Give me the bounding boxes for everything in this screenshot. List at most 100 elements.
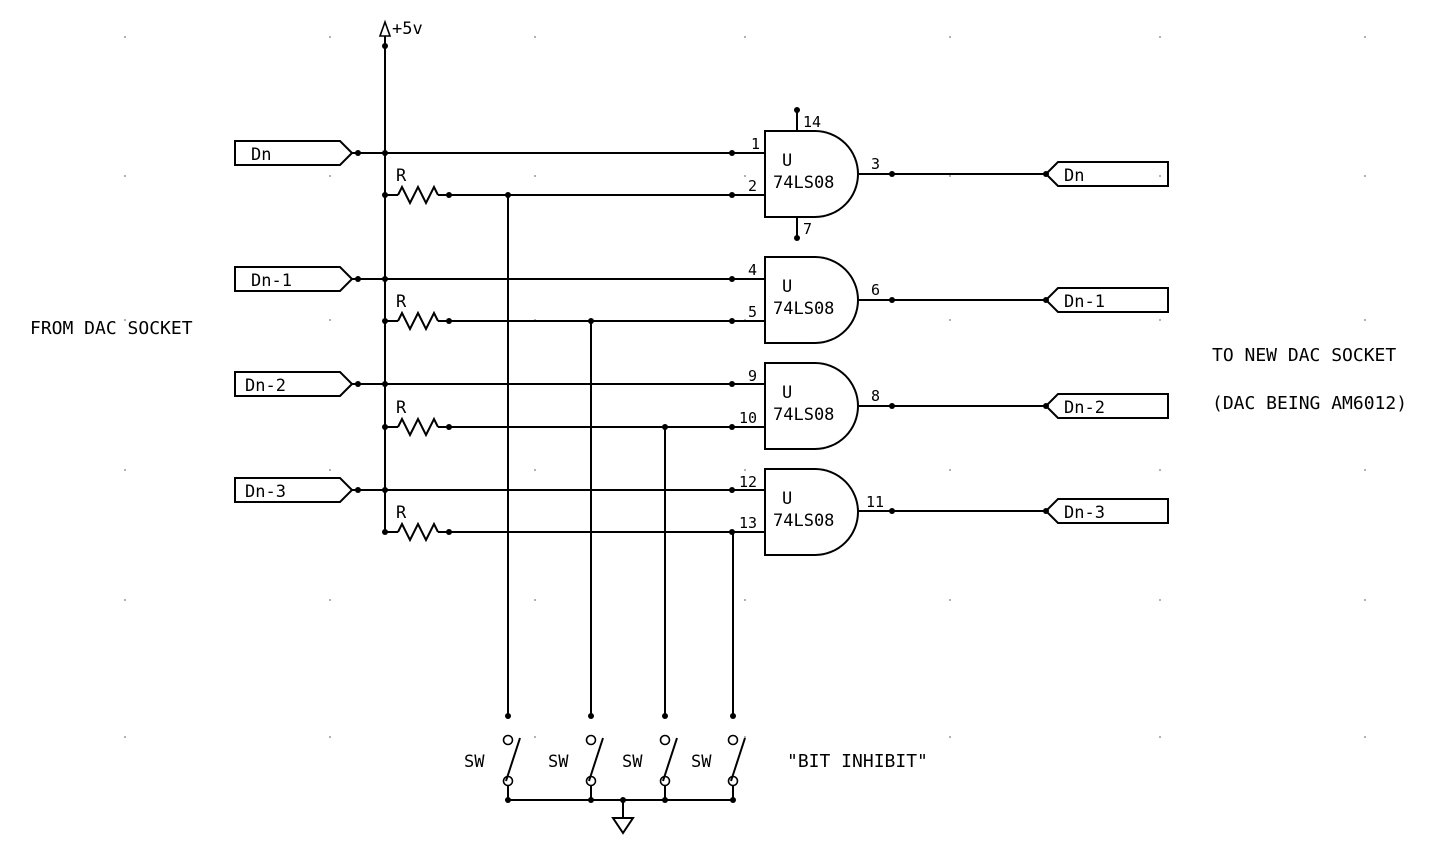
output-port-label: Dn-2 bbox=[1064, 398, 1105, 418]
grid-dot bbox=[329, 736, 331, 738]
and-gate: 4 5 U 74LS08 6 bbox=[748, 256, 880, 344]
output-port-label: Dn-1 bbox=[1064, 292, 1105, 312]
grid-dot bbox=[329, 469, 331, 471]
grid-dot bbox=[534, 736, 536, 738]
grid-dot bbox=[124, 469, 126, 471]
grid-dot bbox=[949, 36, 951, 38]
grid-dot bbox=[534, 469, 536, 471]
grid-dot bbox=[534, 175, 536, 177]
grid-dot bbox=[949, 469, 951, 471]
grid-dot bbox=[1159, 469, 1161, 471]
gate-part: 74LS08 bbox=[773, 405, 834, 425]
pin-number: 12 bbox=[739, 473, 757, 491]
grid-dot bbox=[1159, 736, 1161, 738]
channel-dn: Dn R 1 2 U 74LS08 3 14 7 bbox=[234, 107, 1169, 241]
switch-group-label: "BIT INHIBIT" bbox=[787, 751, 928, 772]
grid-dot bbox=[1364, 736, 1366, 738]
grid-dot bbox=[1364, 175, 1366, 177]
grid-dot bbox=[534, 599, 536, 601]
gate-ref: U bbox=[782, 151, 792, 171]
and-gate: 12 13 U 74LS08 11 bbox=[739, 468, 884, 556]
gate-part: 74LS08 bbox=[773, 511, 834, 531]
resistor bbox=[397, 416, 439, 438]
supply-arrow-icon bbox=[378, 19, 392, 37]
switch-label: SW bbox=[622, 752, 643, 772]
resistor bbox=[397, 310, 439, 332]
grid-dot bbox=[949, 736, 951, 738]
ground-icon bbox=[611, 817, 635, 835]
grid-dot bbox=[744, 469, 746, 471]
input-port-label: Dn-2 bbox=[245, 376, 286, 396]
grid-dot bbox=[1159, 36, 1161, 38]
switch-label: SW bbox=[548, 752, 569, 772]
ground bbox=[505, 797, 736, 835]
pin-number: 6 bbox=[871, 281, 880, 299]
channel-dn-1: Dn-1 R 4 5 U 74LS08 6 Dn-1 bbox=[234, 256, 1169, 344]
pin-number: 13 bbox=[739, 514, 757, 532]
pin-number: 10 bbox=[739, 409, 757, 427]
left-group-label: FROM DAC SOCKET bbox=[30, 318, 193, 339]
resistor-label: R bbox=[396, 166, 407, 186]
grid-dot bbox=[1364, 36, 1366, 38]
gnd-pin-number: 7 bbox=[803, 220, 812, 238]
grid-dot bbox=[329, 175, 331, 177]
pin-number: 5 bbox=[748, 303, 757, 321]
grid-dot bbox=[329, 599, 331, 601]
grid-dot bbox=[124, 175, 126, 177]
output-port-label: Dn bbox=[1064, 166, 1084, 186]
input-port-dn-1: Dn-1 bbox=[234, 266, 354, 292]
input-port-dn-2: Dn-2 bbox=[234, 371, 354, 397]
output-port-dn-1: Dn-1 bbox=[1044, 287, 1169, 313]
grid-dot bbox=[1159, 319, 1161, 321]
output-port-label: Dn-3 bbox=[1064, 503, 1105, 523]
switch: SW bbox=[691, 713, 746, 800]
supply-label: +5v bbox=[392, 19, 423, 39]
switch: SW bbox=[548, 713, 604, 800]
grid-dot bbox=[534, 36, 536, 38]
and-gate: 9 10 U 74LS08 8 bbox=[739, 362, 880, 450]
gate-ref: U bbox=[782, 383, 792, 403]
switch-lines bbox=[507, 195, 734, 716]
resistor-label: R bbox=[396, 503, 407, 523]
grid-dot bbox=[949, 319, 951, 321]
resistor bbox=[397, 184, 439, 206]
grid-dot bbox=[744, 175, 746, 177]
gate-ref: U bbox=[782, 277, 792, 297]
pin-number: 9 bbox=[748, 367, 757, 385]
grid-dot bbox=[744, 599, 746, 601]
input-port-label: Dn-3 bbox=[245, 482, 286, 502]
resistor-label: R bbox=[396, 292, 407, 312]
grid-dot bbox=[949, 599, 951, 601]
input-port-dn-3: Dn-3 bbox=[234, 477, 354, 503]
switch: SW bbox=[622, 713, 678, 800]
output-port-dn-2: Dn-2 bbox=[1044, 393, 1169, 419]
right-group-label: TO NEW DAC SOCKET bbox=[1212, 345, 1396, 366]
channel-dn-3: Dn-3 R 12 13 U 74LS08 11 Dn-3 bbox=[234, 468, 1169, 556]
grid-dot bbox=[1159, 599, 1161, 601]
grid-dot bbox=[124, 736, 126, 738]
grid-dot bbox=[949, 175, 951, 177]
right-group-note: (DAC BEING AM6012) bbox=[1212, 393, 1407, 414]
grid-dot bbox=[329, 319, 331, 321]
gate-ref: U bbox=[782, 489, 792, 509]
grid-dot bbox=[124, 36, 126, 38]
grid-dots bbox=[124, 36, 1366, 738]
resistor-label: R bbox=[396, 398, 407, 418]
switch: SW bbox=[464, 713, 521, 800]
input-port-label: Dn bbox=[251, 145, 271, 165]
pin-number: 11 bbox=[866, 493, 884, 511]
switch-label: SW bbox=[691, 752, 712, 772]
input-port-label: Dn-1 bbox=[251, 271, 292, 291]
grid-dot bbox=[744, 36, 746, 38]
grid-dot bbox=[1364, 599, 1366, 601]
pin-number: 8 bbox=[871, 387, 880, 405]
grid-dot bbox=[744, 736, 746, 738]
vcc-pin-number: 14 bbox=[803, 113, 821, 131]
grid-dot bbox=[329, 36, 331, 38]
pin-number: 2 bbox=[748, 177, 757, 195]
resistor bbox=[397, 521, 439, 543]
grid-dot bbox=[1364, 469, 1366, 471]
gate-part: 74LS08 bbox=[773, 173, 834, 193]
input-port-dn: Dn bbox=[234, 140, 354, 166]
